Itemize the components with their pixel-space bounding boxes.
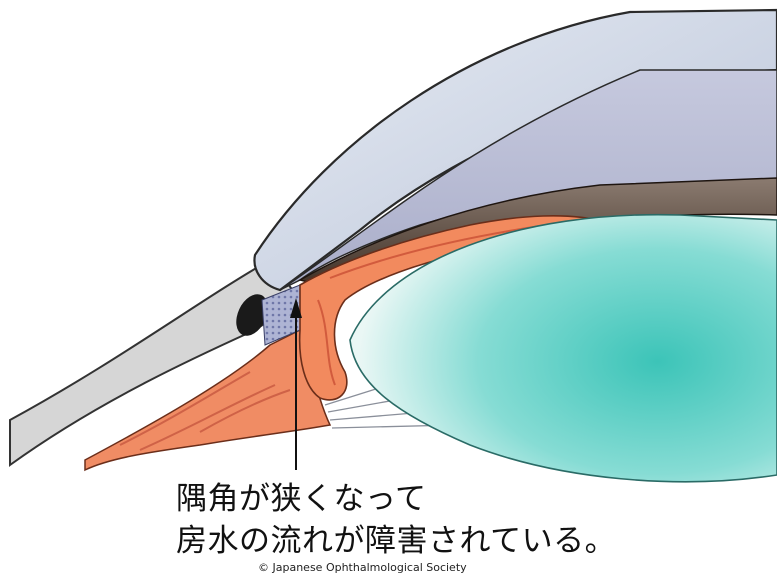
- copyright-notice: © Japanese Ophthalmological Society: [258, 561, 467, 574]
- caption-line-2: 房水の流れが障害されている。: [176, 515, 616, 560]
- caption-line-1: 隅角が狭くなって: [176, 473, 426, 518]
